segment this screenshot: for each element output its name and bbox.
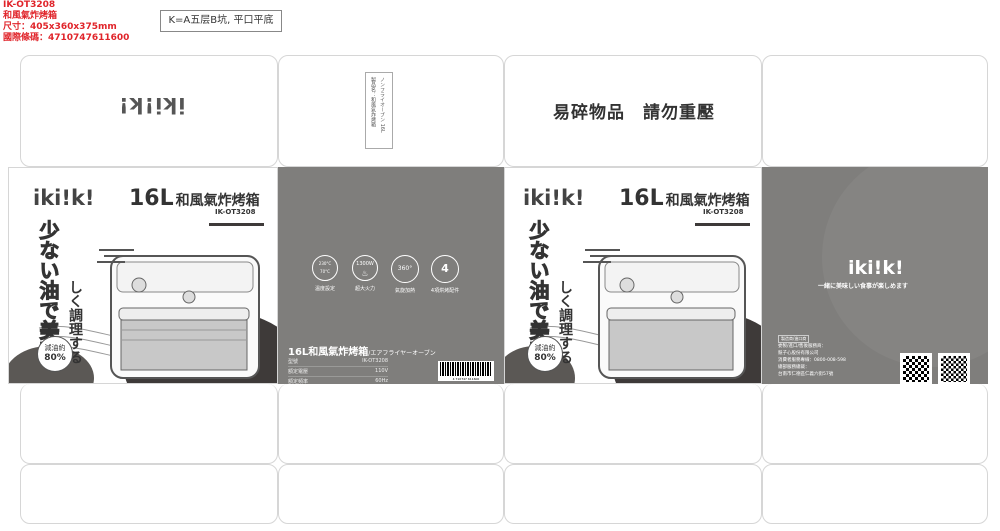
oil-badge-b: 減油約 80%: [527, 336, 563, 372]
side-title-main: 16L和風氣炸烤箱: [288, 347, 369, 358]
fragile-notice: 易碎物品 請勿重壓: [553, 103, 715, 123]
top-flap-3: [504, 55, 762, 167]
barcode: 4 710747 611600: [438, 361, 494, 381]
badge-line1: 減油約: [534, 344, 556, 352]
rotate-top: 360°: [397, 265, 413, 272]
back-panel: iki!k! 一緒に美味しい食事が楽しめます 製造商/進口商 委製/進口/售後服…: [762, 167, 988, 384]
slogan-right-a: しく調理する: [67, 280, 83, 364]
bottom-flap-3: [504, 384, 762, 464]
bottom-flap-1: [20, 384, 278, 464]
company-info: 委製/進口/售後服務商： 競子心股份有限公司 消費者服務專線：0800-008-…: [778, 343, 846, 378]
oil-badge-a: 減油約 80%: [37, 336, 73, 372]
temp-top: 230°C: [318, 261, 332, 266]
bottom-flap-7: [504, 464, 762, 524]
company-heading: 製造商/進口商: [778, 335, 810, 343]
feature-label-rotate: 氣旋加熱: [394, 288, 415, 294]
bottom-flap-4: [762, 384, 988, 464]
qr-code-2: [938, 353, 970, 384]
product-title: 和風氣炸烤箱: [175, 193, 260, 209]
barcode-number: 4 710747 611600: [452, 377, 480, 381]
badge-line2: 80%: [44, 353, 66, 363]
badge-line2: 80%: [534, 353, 556, 363]
qr-code-1: [900, 353, 932, 384]
rotate-icon: 360°: [391, 255, 419, 283]
bottom-flap-2: [278, 384, 504, 464]
accessories-icon: 4: [431, 255, 459, 283]
bottom-flap-8: [762, 464, 988, 524]
top-flap-1: [20, 55, 278, 167]
spec-name: 和風氣炸烤箱: [3, 11, 58, 21]
company-line: 競子心股份有限公司: [778, 351, 819, 356]
badge-line1: 減油約: [44, 344, 66, 352]
feature-panel: 230°C 70°C 溫度設定 1300W ♨ 超大火力 360° 氣旋加熱 4…: [278, 167, 504, 387]
front-title-a: 16L 和風氣炸烤箱: [129, 186, 260, 211]
product-title: 和風氣炸烤箱: [665, 193, 750, 209]
front-model-a: IK-OT3208: [215, 208, 256, 216]
company-line: 消費者服務專線：0800-008-598: [778, 358, 846, 363]
feature-power: 1300W ♨ 超大火力: [350, 255, 380, 294]
power-top: 1300W: [356, 261, 374, 267]
barcode-bars: [440, 362, 492, 376]
front-title-b: 16L 和風氣炸烤箱: [619, 186, 750, 211]
side-title-sub: /エアフライヤーオーブン: [368, 350, 436, 357]
top-flap-4: [762, 55, 988, 167]
spec-model: IK-OT3208: [3, 0, 56, 10]
feature-label-temp: 溫度設定: [314, 286, 335, 292]
bottom-flap-5: [20, 464, 278, 524]
top-note-2: ノンフライオーブン 16L: [379, 77, 385, 133]
front-art-a: [9, 223, 277, 383]
top-note-1: 製品名：和風氣炸烤箱: [370, 77, 376, 127]
accessories-top: 4: [441, 262, 449, 275]
temp-bottom: 70°C: [320, 269, 330, 274]
company-line: 總部服務總裁：: [778, 365, 810, 370]
feature-accessories: 4 4項烘烤配件: [430, 255, 460, 294]
slogan-right-b: しく調理する: [557, 280, 573, 364]
feature-label-accessories: 4項烘烤配件: [430, 288, 460, 294]
spec-barcode: 國際條碼：4710747611600: [3, 33, 130, 43]
front-panel-a: iki!k! 16L 和風氣炸烤箱 IK-OT3208 少ない油で美味 しく調理…: [8, 167, 278, 384]
back-brand: iki!k!: [848, 257, 904, 279]
back-slogan: 一緒に美味しい食事が楽しめます: [818, 283, 909, 290]
capacity-label: 16L: [129, 186, 174, 211]
front-brand-a: iki!k!: [33, 186, 95, 210]
feature-rotate: 360° 氣旋加熱: [390, 255, 420, 294]
feature-label-power: 超大火力: [354, 286, 375, 292]
front-model-b: IK-OT3208: [703, 208, 744, 216]
front-brand-b: iki!k!: [523, 186, 585, 210]
top-note-box: 製品名：和風氣炸烤箱 ノンフライオーブン 16L: [365, 72, 393, 149]
flame-icon: 1300W ♨: [352, 255, 378, 281]
brand-flipped: iki!k!: [118, 93, 186, 117]
side-title: 16L和風氣炸烤箱 /エアフライヤーオーブン: [288, 343, 436, 358]
box-note: K=A五层B坑, 平口平底: [160, 10, 282, 32]
company-line: 委製/進口/售後服務商：: [778, 344, 827, 349]
feature-temp: 230°C 70°C 溫度設定: [310, 255, 340, 294]
front-panel-b: iki!k! 16L 和風氣炸烤箱 IK-OT3208 少ない油で美味 しく調理…: [504, 167, 762, 384]
spec-size: 尺寸：405x360x375mm: [3, 22, 117, 32]
thermometer-icon: 230°C 70°C: [312, 255, 338, 281]
company-line: 台南市仁德區仁義六街57號: [778, 372, 834, 377]
bottom-flap-6: [278, 464, 504, 524]
capacity-label: 16L: [619, 186, 664, 211]
back-art: [822, 167, 988, 367]
feature-icons: 230°C 70°C 溫度設定 1300W ♨ 超大火力 360° 氣旋加熱 4…: [310, 255, 460, 294]
